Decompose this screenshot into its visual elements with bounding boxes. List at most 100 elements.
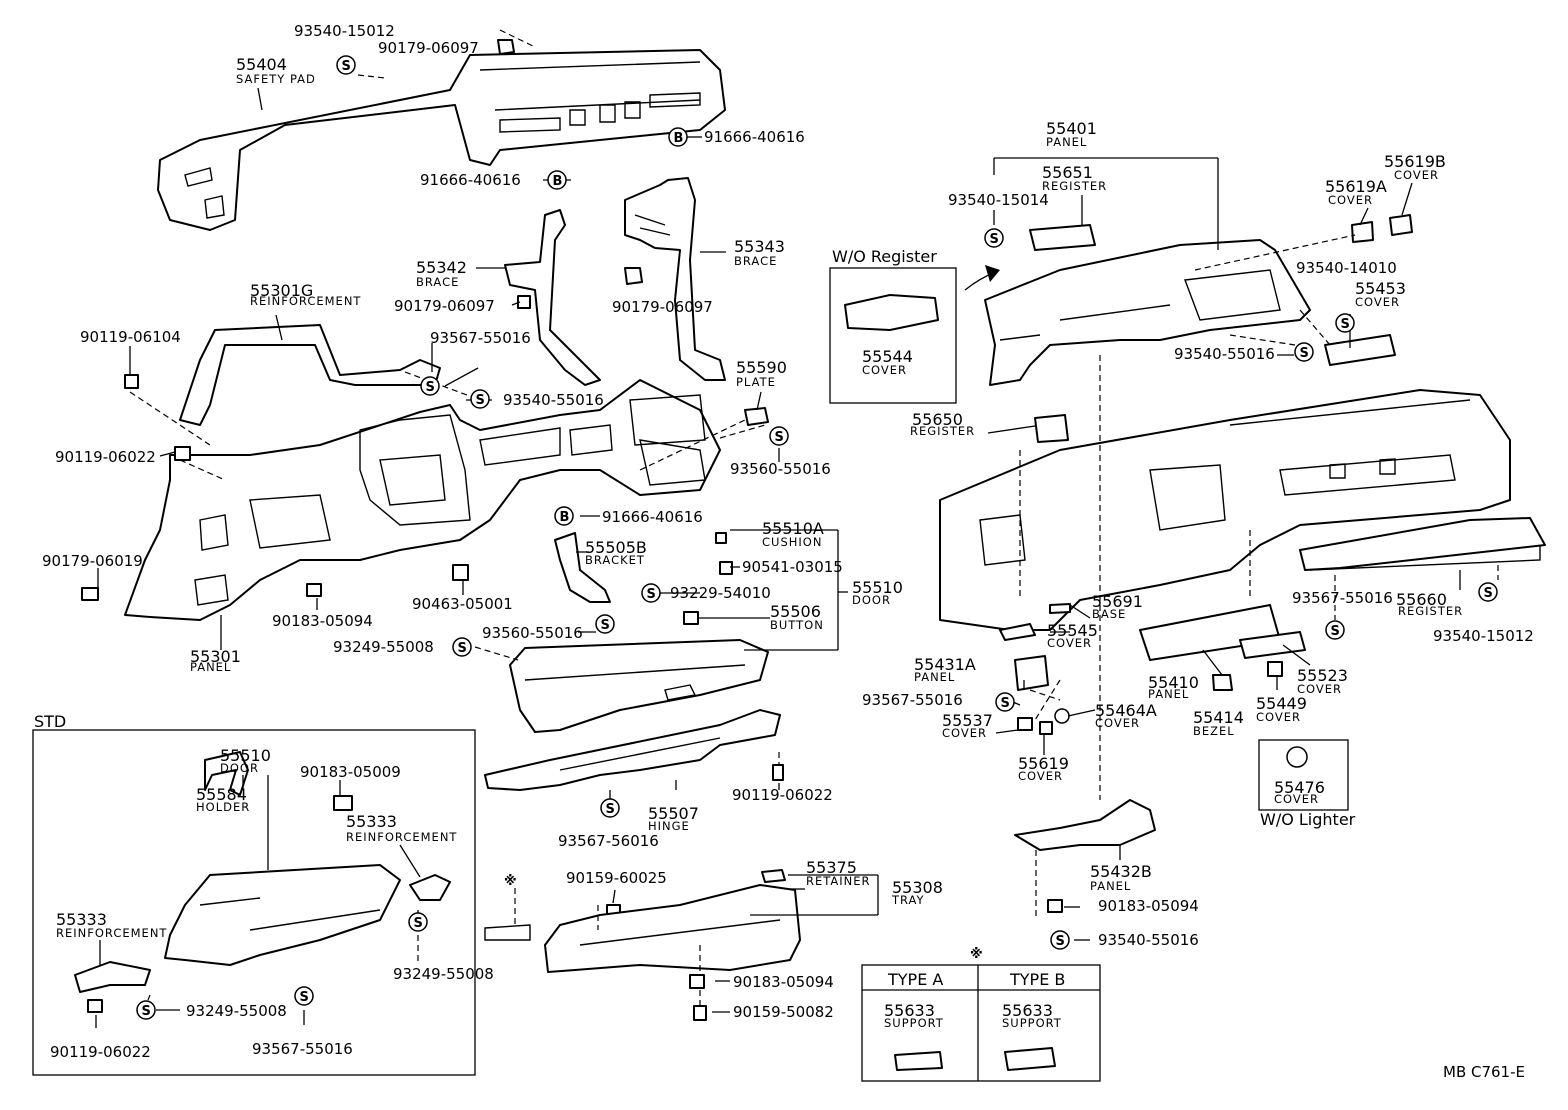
marker-s1: S bbox=[336, 55, 356, 75]
label-nm-cover-g: COVER bbox=[1095, 716, 1140, 730]
label-nm-panel-d: PANEL bbox=[1148, 687, 1189, 701]
label-nm-plate: PLATE bbox=[736, 375, 776, 389]
marker-s17: S bbox=[1294, 342, 1314, 362]
label-nm-door-b: DOOR bbox=[220, 761, 259, 775]
label-nm-cover-j: COVER bbox=[1297, 682, 1342, 696]
label-nm-reinforcement-c: REINFORCEMENT bbox=[56, 926, 167, 940]
label-nm-panel-b: PANEL bbox=[1046, 135, 1087, 149]
label-pn-93540-15014: 93540-15014 bbox=[948, 191, 1049, 209]
label-num-55308: 55308 bbox=[892, 878, 943, 897]
marker-s20: S bbox=[995, 692, 1015, 712]
label-num-55633-b: 55633 bbox=[1002, 1001, 1053, 1020]
label-num-55414: 55414 bbox=[1193, 708, 1244, 727]
label-nm-base: BASE bbox=[1092, 607, 1126, 621]
marker-s16: S bbox=[1335, 313, 1355, 333]
label-num-55375: 55375 bbox=[806, 858, 857, 877]
label-num-55506: 55506 bbox=[770, 602, 821, 621]
svg-text:S: S bbox=[606, 802, 615, 817]
label-nm-brace-b: BRACE bbox=[734, 254, 777, 268]
svg-text:S: S bbox=[647, 587, 656, 602]
svg-text:S: S bbox=[1484, 586, 1493, 601]
wo-lighter-box bbox=[1258, 739, 1349, 811]
label-pn-90179-06097-a: 90179-06097 bbox=[378, 39, 479, 57]
marker-s5: S bbox=[470, 389, 490, 409]
label-hd-wo-lighter: W/O Lighter bbox=[1260, 810, 1356, 829]
label-num-55301g: 55301G bbox=[250, 281, 313, 300]
marker-s3: B bbox=[547, 170, 567, 190]
label-num-55619b: 55619B bbox=[1384, 152, 1446, 171]
label-pn-93540-15012-b: 93540-15012 bbox=[1433, 627, 1534, 645]
svg-text:S: S bbox=[1331, 624, 1340, 639]
label-nm-support-a: SUPPORT bbox=[884, 1016, 944, 1030]
label-pn-93560-55016-a: 93560-55016 bbox=[730, 460, 831, 478]
marker-s18: S bbox=[1325, 620, 1345, 640]
svg-text:S: S bbox=[342, 59, 351, 74]
marker-s8: S bbox=[641, 583, 661, 603]
label-num-55523: 55523 bbox=[1297, 666, 1348, 685]
label-num-55545: 55545 bbox=[1047, 621, 1098, 640]
label-pn-90159-50082: 90159-50082 bbox=[733, 1003, 834, 1021]
std-glovebox-shape bbox=[74, 751, 451, 993]
label-nm-cover-f: COVER bbox=[942, 726, 987, 740]
label-pn-93540-55016-c: 93540-55016 bbox=[1098, 931, 1199, 949]
label-nm-cover-b: COVER bbox=[1328, 193, 1373, 207]
hinge-55507-shape bbox=[484, 709, 781, 791]
label-num-55449: 55449 bbox=[1256, 694, 1307, 713]
label-nm-bracket: BRACKET bbox=[585, 553, 645, 567]
svg-text:S: S bbox=[426, 380, 435, 395]
label-nm-cover-a: COVER bbox=[1394, 168, 1439, 182]
marker-s9: S bbox=[595, 614, 615, 634]
label-num-55537: 55537 bbox=[942, 711, 993, 730]
label-pn-91666-40616-a: 91666-40616 bbox=[704, 128, 805, 146]
label-num-55691: 55691 bbox=[1092, 592, 1143, 611]
marker-s4: S bbox=[420, 376, 440, 396]
label-nm-panel-e: PANEL bbox=[1090, 879, 1131, 893]
main-panel-55301-shape bbox=[124, 379, 721, 621]
label-hd-std: STD bbox=[34, 712, 66, 731]
label-pn-90463-05001: 90463-05001 bbox=[412, 595, 513, 613]
fasteners-left bbox=[81, 39, 784, 1021]
label-num-55453: 55453 bbox=[1355, 279, 1406, 298]
label-pn-93540-14010: 93540-14010 bbox=[1296, 259, 1397, 277]
wo-register-box bbox=[829, 267, 957, 404]
label-pn-90179-06019: 90179-06019 bbox=[42, 552, 143, 570]
label-nm-button: BUTTON bbox=[770, 618, 824, 632]
label-pn-90541-03015: 90541-03015 bbox=[742, 558, 843, 576]
label-mark-table: ※ bbox=[970, 947, 983, 962]
label-nm-reinforcement-b: REINFORCEMENT bbox=[346, 830, 457, 844]
label-pn-93560-55016-b: 93560-55016 bbox=[482, 624, 583, 642]
label-pn-93540-55016-b: 93540-55016 bbox=[1174, 345, 1275, 363]
label-nm-door-a: DOOR bbox=[852, 593, 891, 607]
label-nm-cover-c: COVER bbox=[1355, 295, 1400, 309]
label-nm-tray: TRAY bbox=[891, 893, 925, 907]
svg-text:S: S bbox=[142, 1004, 151, 1019]
label-nm-panel-c: PANEL bbox=[914, 670, 955, 684]
panel-55401-shape bbox=[984, 214, 1413, 443]
label-pn-91666-40616-b: 91666-40616 bbox=[420, 171, 521, 189]
svg-text:S: S bbox=[1056, 934, 1065, 949]
label-num-55432b: 55432B bbox=[1090, 862, 1152, 881]
label-nm-cover-h: COVER bbox=[1018, 769, 1063, 783]
label-num-55333-b: 55333 bbox=[56, 910, 107, 929]
marker-s19: S bbox=[1478, 582, 1498, 602]
svg-text:B: B bbox=[674, 131, 684, 146]
label-pn-90119-06104: 90119-06104 bbox=[80, 328, 181, 346]
label-pn-93567-55016-a: 93567-55016 bbox=[430, 329, 531, 347]
svg-text:B: B bbox=[553, 174, 563, 189]
leader-lines bbox=[95, 29, 1499, 1028]
label-num-55505b: 55505B bbox=[585, 538, 647, 557]
label-num-55301: 55301 bbox=[190, 647, 241, 666]
label-pn-90119-06022-a: 90119-06022 bbox=[55, 448, 156, 466]
label-nm-holder: HOLDER bbox=[196, 800, 250, 814]
dashboard-assembly-shape bbox=[939, 389, 1541, 631]
tray-55308-shape bbox=[484, 869, 801, 973]
label-num-55342: 55342 bbox=[416, 258, 467, 277]
label-pn-93567-55016-b: 93567-55016 bbox=[252, 1040, 353, 1058]
svg-text:S: S bbox=[601, 618, 610, 633]
right-lower-parts bbox=[999, 517, 1546, 913]
label-pn-90179-06097-c: 90179-06097 bbox=[612, 298, 713, 316]
label-num-55476: 55476 bbox=[1274, 778, 1325, 797]
